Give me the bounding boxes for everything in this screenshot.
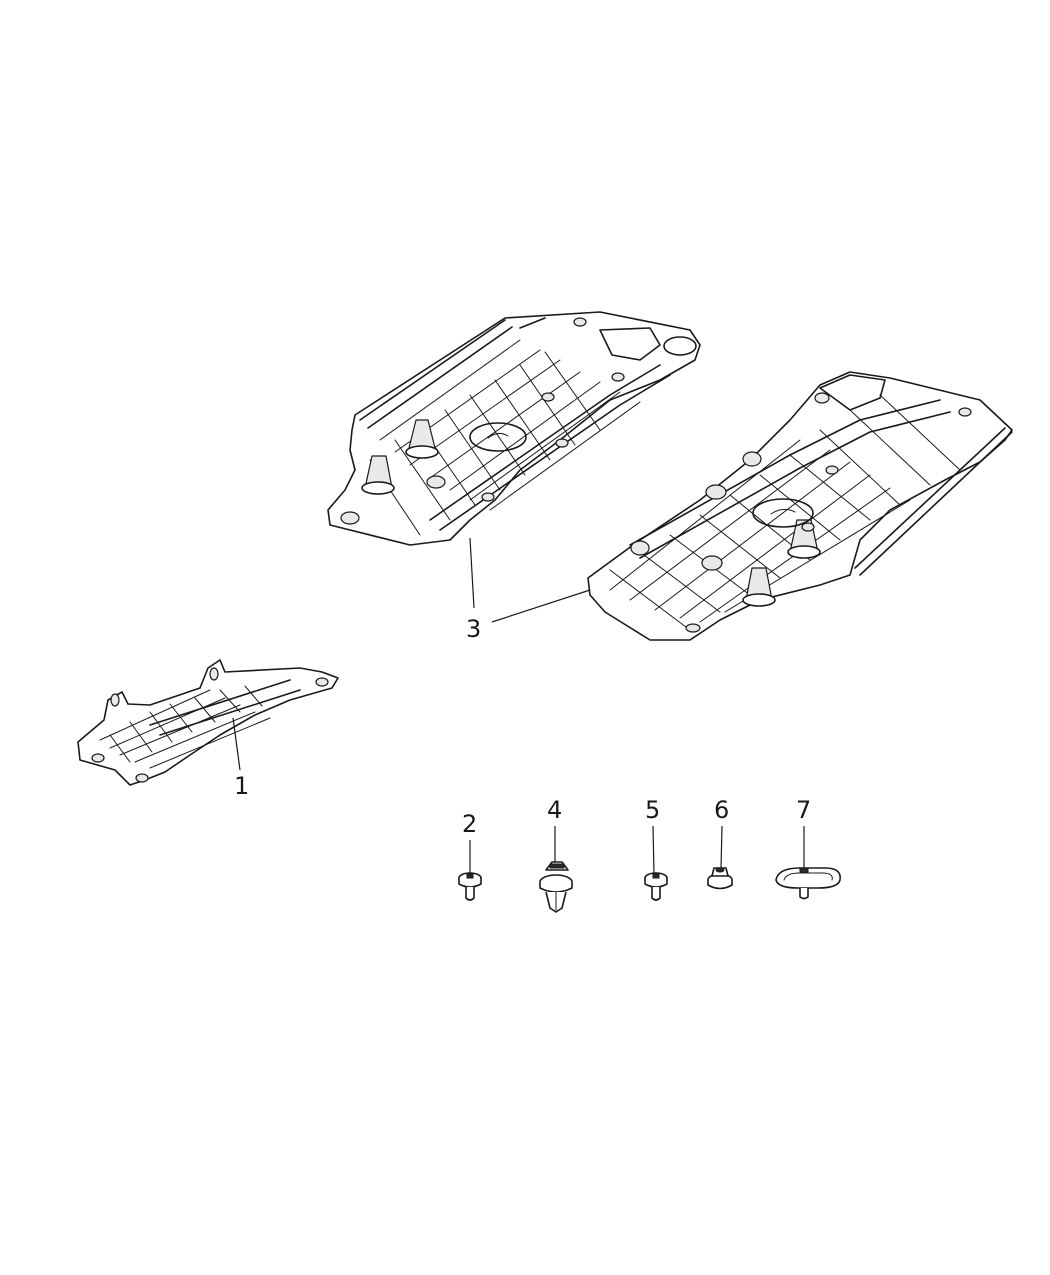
callout-3: 3 [466, 615, 481, 643]
leader-6 [720, 825, 723, 869]
clip-7 [775, 867, 842, 900]
underbody-shield-right [587, 371, 1013, 641]
nut-6 [707, 867, 733, 890]
callout-6: 6 [714, 796, 729, 824]
callout-2: 2 [462, 810, 477, 838]
screw-2 [458, 872, 482, 901]
leader-1 [232, 717, 241, 771]
callout-4: 4 [547, 796, 562, 824]
leader-3b [491, 589, 591, 623]
callout-7: 7 [796, 796, 811, 824]
leader-lines [232, 537, 805, 876]
callout-5: 5 [645, 796, 660, 824]
leader-5 [652, 825, 655, 875]
underbody-shield-left [327, 311, 701, 546]
leader-3a [469, 537, 475, 609]
screw-5 [644, 872, 668, 901]
callout-1: 1 [234, 772, 249, 800]
front-splash-shield [77, 659, 339, 786]
push-pin-4 [539, 861, 573, 913]
